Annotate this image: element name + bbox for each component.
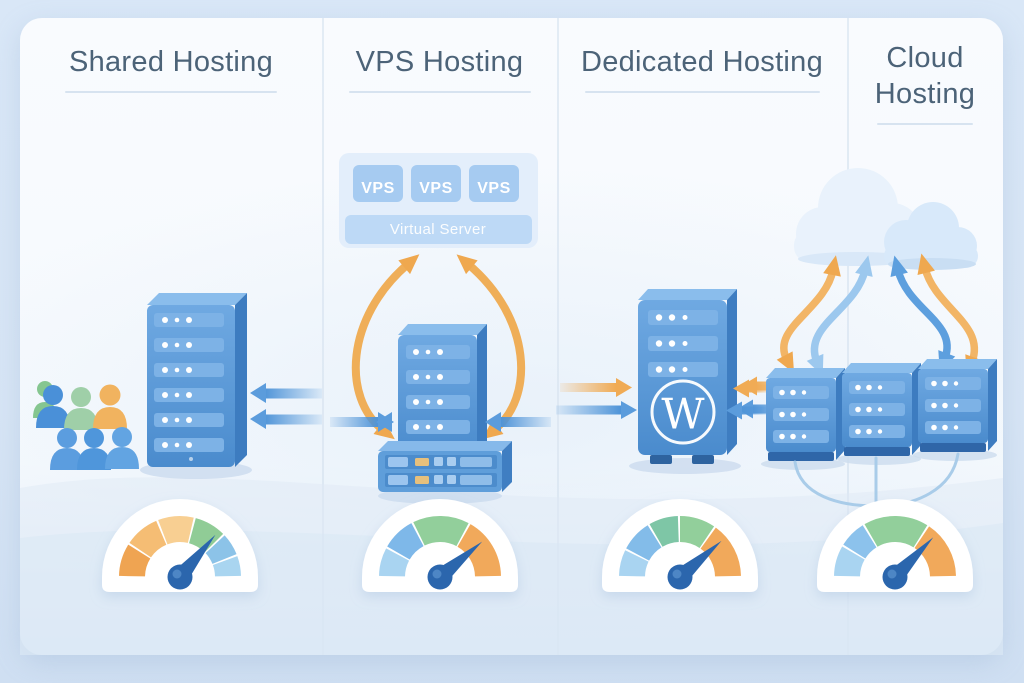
vps-box-label: VPS (477, 180, 511, 197)
page-title: VPS Hosting (355, 46, 524, 78)
performance-gauge-icon (817, 499, 973, 592)
performance-gauge-icon (102, 499, 258, 592)
page-title: Dedicated Hosting (580, 46, 824, 78)
column-divider (557, 18, 559, 655)
title-underline (65, 91, 277, 93)
vps-server-stack-icon (378, 324, 512, 504)
vps-box-label: VPS (361, 180, 395, 197)
diagram-canvas: VPS VPS VPS Virtual Server (20, 153, 1003, 655)
page-title: Cloud Hosting (874, 42, 976, 110)
w-logo-ring (650, 379, 716, 445)
performance-gauge-icon (602, 499, 758, 592)
cloud-sync-arrows-icon (776, 253, 983, 377)
title-underline (348, 91, 531, 93)
performance-gauge-icon (362, 499, 518, 592)
virtual-server-label: Virtual Server (390, 221, 486, 238)
user-group-icon (33, 381, 139, 470)
dedicated-server-icon: W (629, 289, 741, 474)
w-logo-letter: W (661, 390, 705, 439)
vps-box-label: VPS (419, 180, 453, 197)
page-title: Shared Hosting (68, 46, 274, 78)
vps-partition-panel-icon: VPS VPS VPS Virtual Server (339, 153, 538, 248)
comparison-card: Shared Hosting VPS Hosting Dedicated Hos… (20, 18, 1003, 655)
column-title-dedicated: Dedicated Hosting (557, 44, 847, 93)
cloud-server-cluster-icon (761, 359, 997, 546)
shared-server-tower-icon (140, 293, 252, 479)
column-divider (322, 18, 324, 655)
cloud-icon (794, 168, 978, 270)
inbound-traffic-arrows-icon (250, 383, 322, 429)
scale-up-arrows-icon (351, 254, 525, 440)
column-title-cloud: Cloud Hosting (847, 40, 1003, 125)
vps-inbound-arrows-icon (330, 412, 551, 432)
cluster-outbound-arrows-icon (726, 379, 772, 420)
title-underline (877, 123, 973, 125)
title-underline (584, 91, 820, 93)
column-title-vps: VPS Hosting (322, 44, 557, 93)
column-title-shared: Shared Hosting (20, 44, 322, 93)
